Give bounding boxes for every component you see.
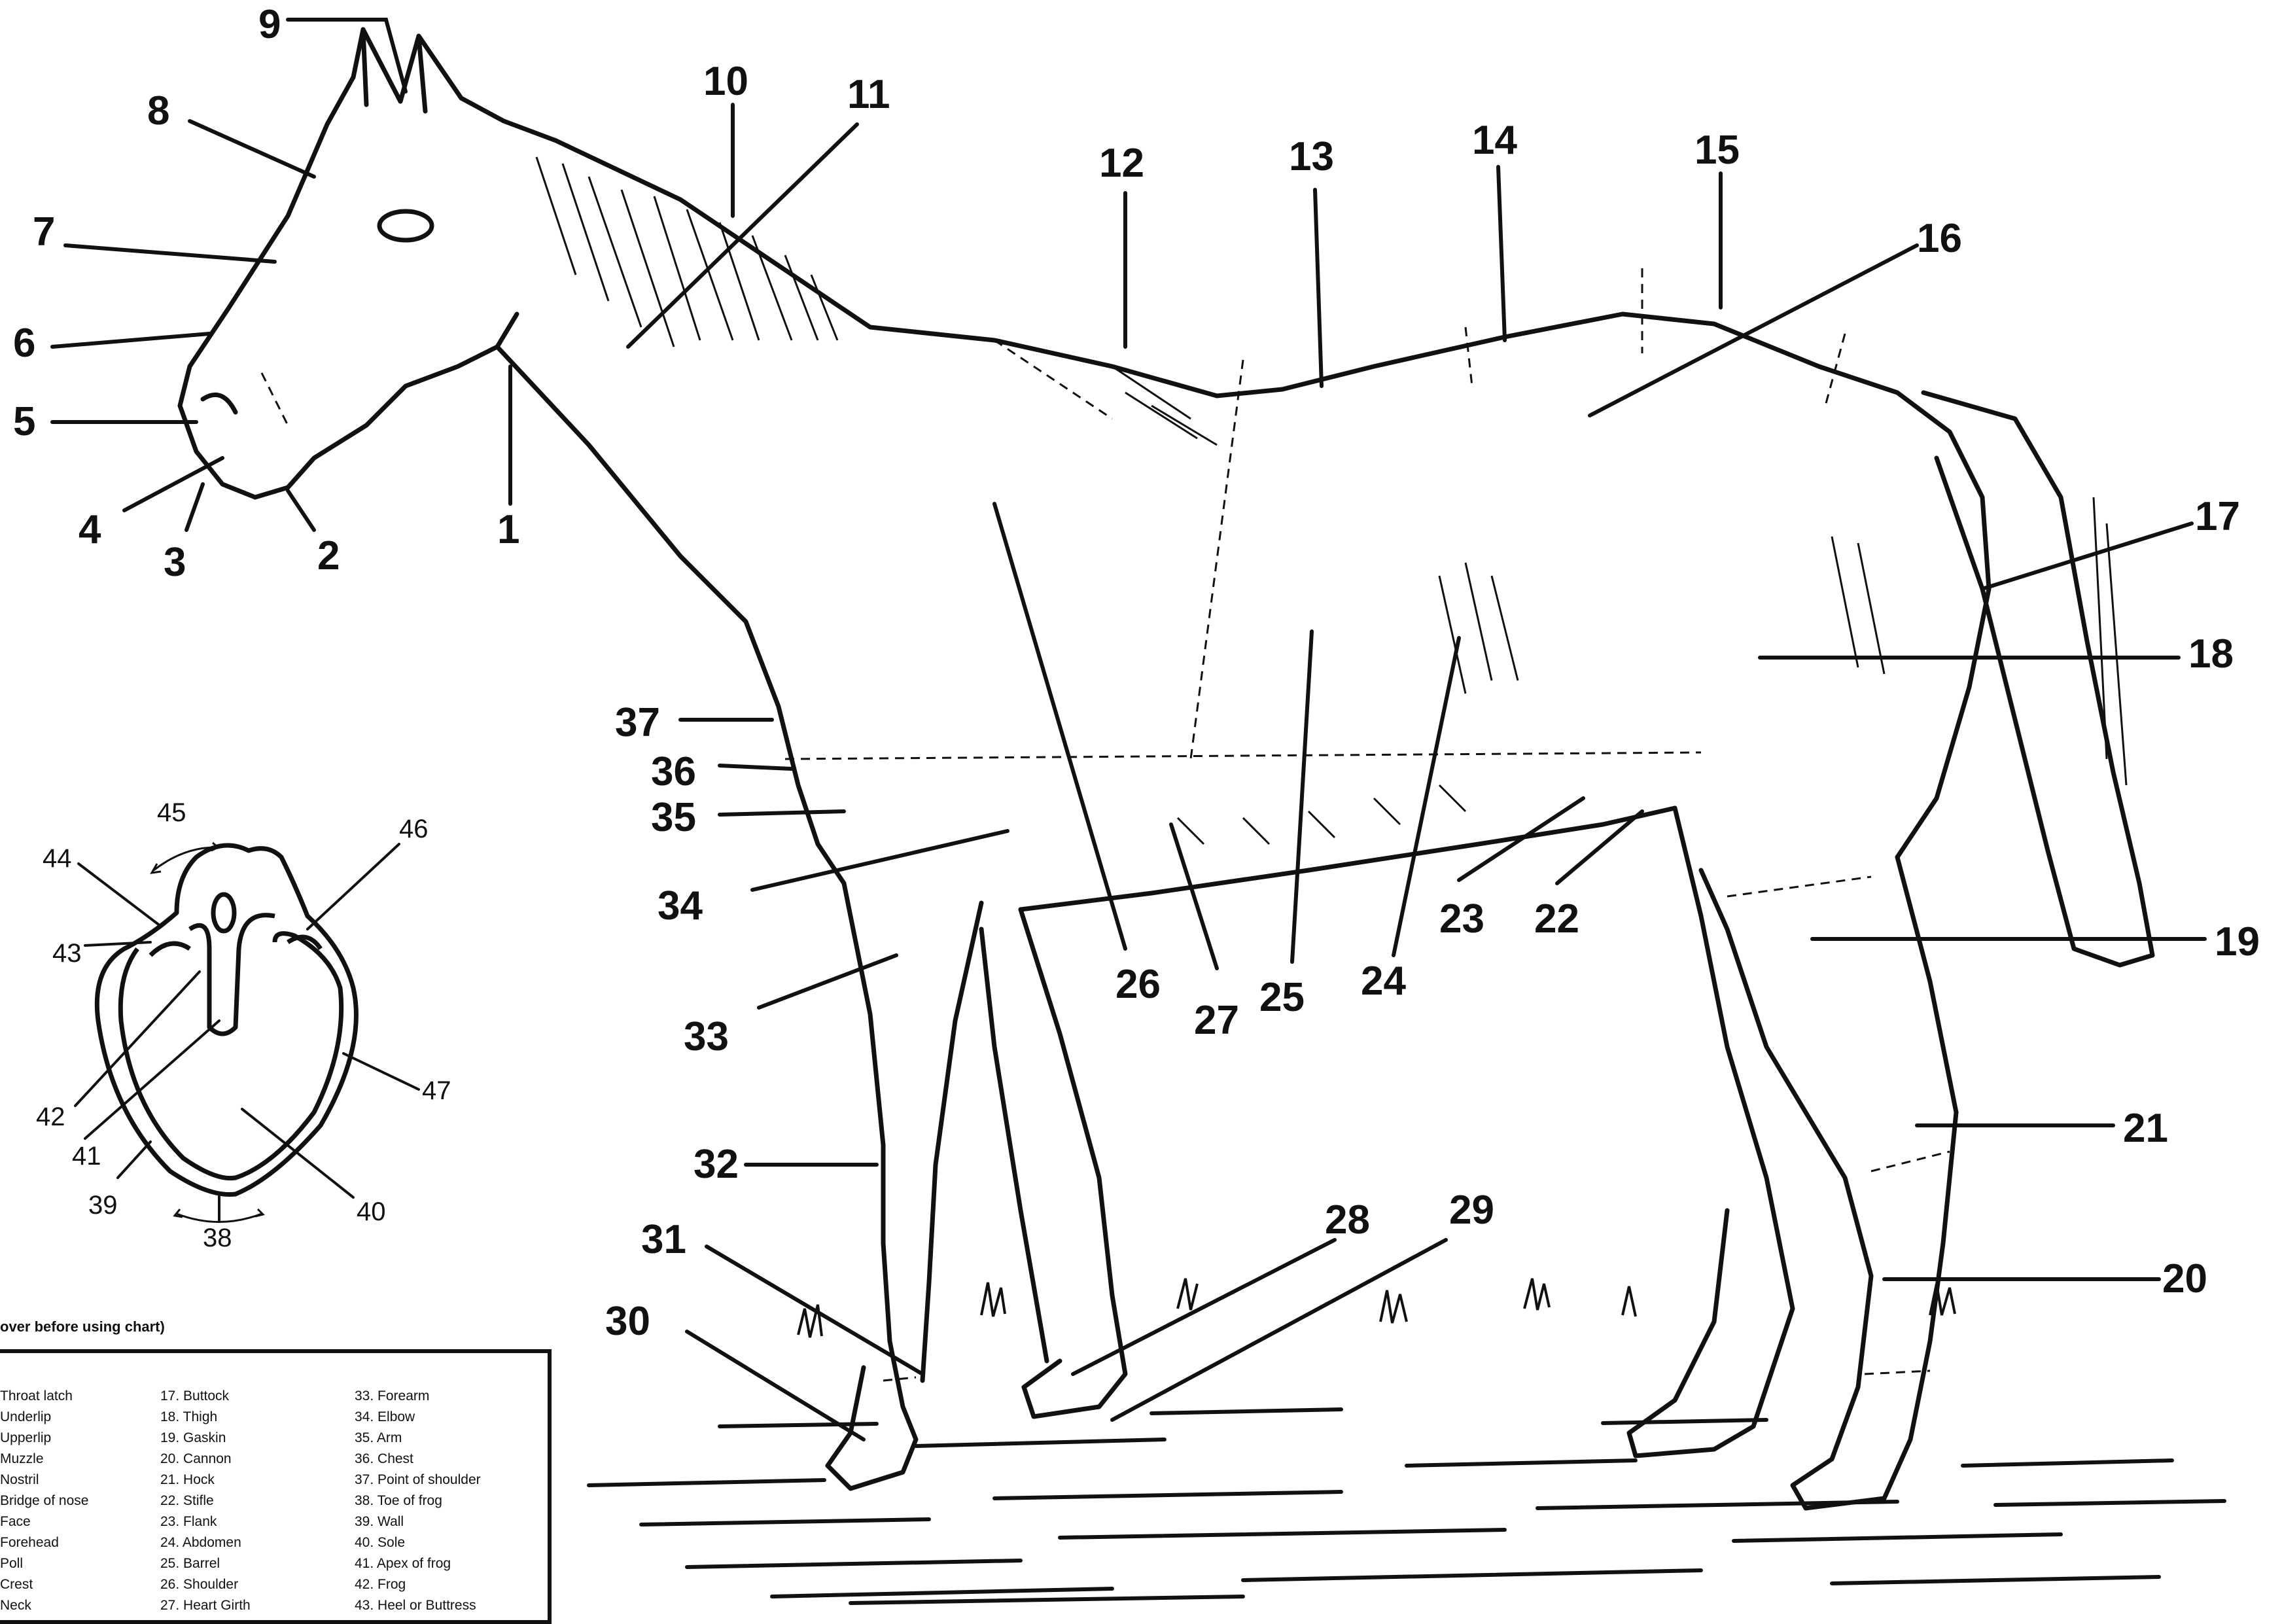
legend-item: 37. Point of shoulder: [355, 1470, 481, 1491]
hoof-callout-45: 45: [157, 798, 186, 827]
callout-21: 21: [2123, 1106, 2168, 1151]
legend-item: Nostril: [0, 1470, 88, 1491]
callout-13: 13: [1289, 134, 1334, 179]
callout-10: 10: [703, 59, 748, 104]
hoof-callout-47: 47: [422, 1076, 451, 1105]
grass-tufts: [798, 1279, 1955, 1337]
callout-22: 22: [1534, 896, 1579, 942]
callout-34: 34: [658, 883, 703, 928]
callout-6: 6: [13, 321, 35, 366]
region-dashed-lines: [262, 268, 1950, 1381]
callout-2: 2: [317, 533, 340, 578]
callout-37: 37: [615, 700, 660, 745]
legend-column-3: 33. Forearm 34. Elbow 35. Arm 36. Chest …: [355, 1386, 481, 1616]
legend-item: 17. Buttock: [160, 1386, 251, 1407]
legend-item: Neck: [0, 1595, 88, 1616]
callout-24: 24: [1361, 959, 1406, 1004]
legend-item: 42. Frog: [355, 1574, 481, 1595]
callout-18: 18: [2188, 631, 2234, 677]
callout-7: 7: [33, 209, 55, 255]
callout-29: 29: [1449, 1188, 1494, 1233]
callout-15: 15: [1694, 128, 1740, 173]
legend-item: Upperlip: [0, 1428, 88, 1449]
hoof-callout-42: 42: [36, 1103, 65, 1131]
ground-hatching: [589, 1409, 2224, 1603]
callout-36: 36: [651, 749, 696, 794]
legend-item: Crest: [0, 1574, 88, 1595]
horse-outline: [180, 29, 2152, 1508]
callout-14: 14: [1472, 118, 1517, 163]
callout-33: 33: [684, 1014, 729, 1059]
legend-item: 22. Stifle: [160, 1491, 251, 1511]
legend-item: 19. Gaskin: [160, 1428, 251, 1449]
callout-leader-lines: [52, 20, 2205, 1439]
legend-item: 41. Apex of frog: [355, 1553, 481, 1574]
callout-8: 8: [147, 88, 169, 133]
hoof-sole-drawing: [97, 845, 356, 1195]
legend-item: 43. Heel or Buttress: [355, 1595, 481, 1616]
legend-item: Forehead: [0, 1532, 88, 1553]
hoof-callout-39: 39: [88, 1191, 118, 1220]
callout-9: 9: [258, 2, 281, 47]
callout-11: 11: [847, 72, 890, 117]
legend-item: 27. Heart Girth: [160, 1595, 251, 1616]
callout-19: 19: [2215, 919, 2260, 964]
legend-item: 26. Shoulder: [160, 1574, 251, 1595]
legend-item: Underlip: [0, 1407, 88, 1428]
hoof-leader-lines: [75, 844, 419, 1220]
legend-item: 40. Sole: [355, 1532, 481, 1553]
legend-item: 20. Cannon: [160, 1449, 251, 1470]
callout-5: 5: [13, 399, 35, 444]
callout-28: 28: [1325, 1197, 1370, 1243]
callout-35: 35: [651, 795, 696, 840]
hoof-callout-41: 41: [72, 1142, 101, 1171]
legend-item: Poll: [0, 1553, 88, 1574]
hoof-callout-40: 40: [357, 1197, 386, 1226]
legend-item: 18. Thigh: [160, 1407, 251, 1428]
callout-16: 16: [1917, 216, 1962, 261]
legend-item: 24. Abdomen: [160, 1532, 251, 1553]
hoof-callout-44: 44: [43, 844, 72, 873]
callout-12: 12: [1099, 141, 1144, 186]
legend-column-1: Throat latch Underlip Upperlip Muzzle No…: [0, 1386, 88, 1616]
legend-item: 39. Wall: [355, 1511, 481, 1532]
hoof-callout-43: 43: [52, 939, 82, 968]
callout-30: 30: [605, 1299, 650, 1344]
callout-23: 23: [1439, 896, 1484, 942]
legend-item: 21. Hock: [160, 1470, 251, 1491]
callout-26: 26: [1115, 962, 1161, 1007]
callout-1: 1: [497, 507, 519, 552]
callout-32: 32: [693, 1142, 739, 1187]
legend-item: 38. Toe of frog: [355, 1491, 481, 1511]
legend-item: Throat latch: [0, 1386, 88, 1407]
legend-item: 33. Forearm: [355, 1386, 481, 1407]
legend-item: Face: [0, 1511, 88, 1532]
callout-17: 17: [2195, 494, 2240, 539]
callout-numbers: 1 2 3 4 5 6 7 8 9 10 11 12 13 14 15 16 1…: [13, 2, 2260, 1344]
legend-column-2: 17. Buttock 18. Thigh 19. Gaskin 20. Can…: [160, 1386, 251, 1616]
legend-item: 35. Arm: [355, 1428, 481, 1449]
legend-item: Bridge of nose: [0, 1491, 88, 1511]
callout-27: 27: [1194, 998, 1239, 1043]
callout-3: 3: [164, 540, 186, 585]
hoof-callout-38: 38: [203, 1224, 232, 1252]
legend-title: over before using chart): [0, 1318, 165, 1335]
legend-item: 36. Chest: [355, 1449, 481, 1470]
callout-31: 31: [641, 1217, 686, 1262]
legend-item: 25. Barrel: [160, 1553, 251, 1574]
callout-20: 20: [2162, 1256, 2207, 1301]
legend-item: 23. Flank: [160, 1511, 251, 1532]
callout-25: 25: [1259, 975, 1305, 1020]
legend-item: 34. Elbow: [355, 1407, 481, 1428]
callout-4: 4: [79, 507, 101, 552]
hoof-callout-46: 46: [399, 815, 429, 843]
legend-item: Muzzle: [0, 1449, 88, 1470]
